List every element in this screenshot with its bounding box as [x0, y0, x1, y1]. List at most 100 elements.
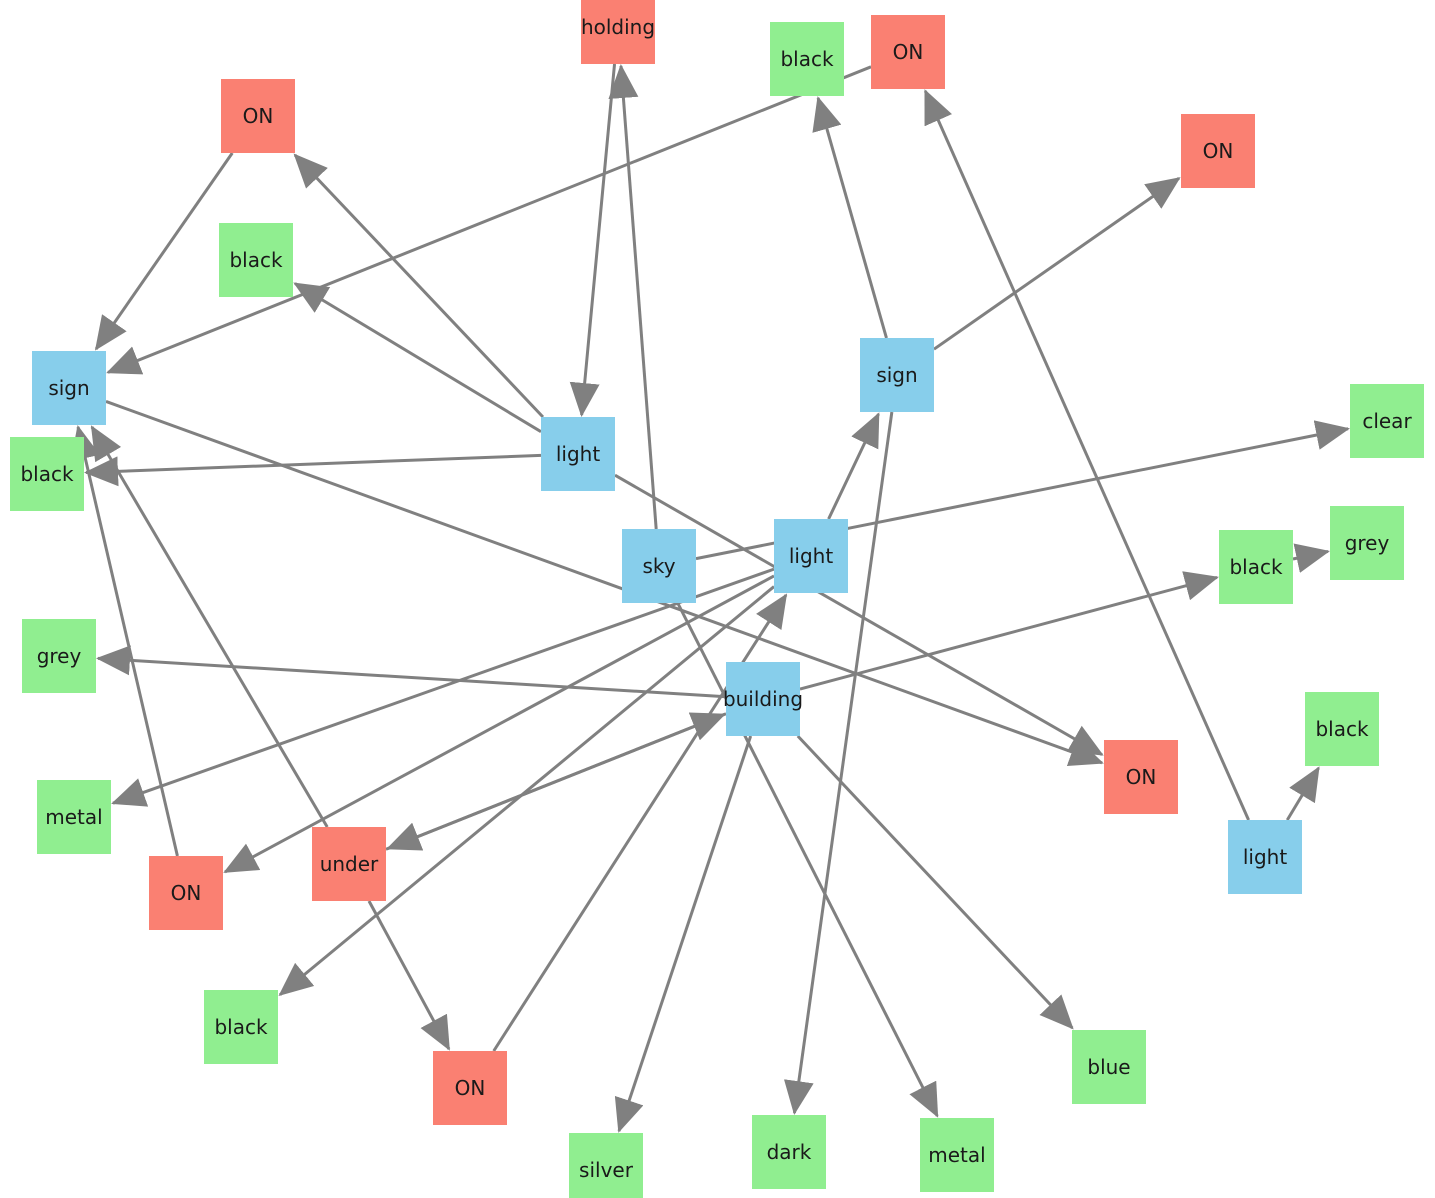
edge-black_right-to-grey_right	[1292, 543, 1330, 573]
node-label: silver	[579, 1158, 634, 1182]
edge-light_a-to-on_right_mid	[614, 473, 1104, 756]
edge-sky-to-holding	[608, 64, 658, 530]
node-label: sign	[876, 363, 917, 387]
node-label: black	[1315, 717, 1369, 741]
node-under: under	[312, 827, 386, 901]
node-box	[10, 437, 84, 511]
node-box	[752, 1115, 826, 1189]
edge-under-to-on_bot	[367, 900, 451, 1051]
node-box	[860, 338, 934, 412]
node-label: ON	[1203, 139, 1234, 163]
edge-on_top-to-sign_left	[106, 65, 872, 375]
edge-building-to-under	[386, 712, 727, 851]
node-light-c: light	[1228, 820, 1302, 894]
node-box	[149, 856, 223, 930]
node-on-right-mid: ON	[1104, 740, 1178, 814]
node-label: black	[1229, 555, 1283, 579]
node-box	[774, 519, 848, 593]
node-silver: silver	[569, 1133, 643, 1198]
edge-light_a-to-on_left_top	[293, 153, 545, 419]
node-box	[219, 223, 293, 297]
node-label: metal	[45, 805, 102, 829]
node-on-bot: ON	[433, 1051, 507, 1125]
edge-light_a-to-black_upleft	[293, 282, 542, 433]
node-box	[622, 529, 696, 603]
node-box	[1350, 384, 1424, 458]
node-dark: dark	[752, 1115, 826, 1189]
node-on-left-top: ON	[221, 79, 295, 153]
node-grey-left: grey	[22, 619, 96, 693]
node-blue: blue	[1072, 1030, 1146, 1104]
node-label: light	[556, 442, 600, 466]
node-box	[221, 79, 295, 153]
node-holding: holding	[581, 0, 655, 64]
node-box	[204, 990, 278, 1064]
node-box	[1228, 820, 1302, 894]
node-label: light	[789, 544, 833, 568]
node-box	[37, 780, 111, 854]
node-black-bot: black	[204, 990, 278, 1064]
node-box	[433, 1051, 507, 1125]
node-label: grey	[37, 644, 82, 668]
node-box	[312, 827, 386, 901]
edge-holding-to-light_a	[569, 63, 617, 417]
node-building: building	[723, 662, 803, 736]
node-box	[22, 619, 96, 693]
node-label: clear	[1362, 409, 1412, 433]
node-box	[1219, 530, 1293, 604]
node-box	[1104, 740, 1178, 814]
node-label: dark	[767, 1140, 812, 1164]
edge-sky-to-metal_bot	[676, 602, 939, 1118]
edge-sign_right-to-dark	[783, 411, 894, 1115]
node-label: grey	[1345, 531, 1390, 555]
node-label: light	[1243, 845, 1287, 869]
node-on-left-bot: ON	[149, 856, 223, 930]
node-light-a: light	[541, 417, 615, 491]
edge-light_c-to-on_top	[923, 89, 1250, 821]
node-box	[1072, 1030, 1146, 1104]
edge-building-to-silver	[614, 735, 753, 1133]
node-on-top: ON	[871, 15, 945, 89]
node-box	[1330, 506, 1404, 580]
node-label: sky	[642, 554, 675, 578]
node-label: ON	[243, 104, 274, 128]
node-box	[32, 351, 106, 425]
edge-layer	[70, 63, 1350, 1133]
node-label: ON	[893, 40, 924, 64]
node-label: ON	[1126, 765, 1157, 789]
node-light-b: light	[774, 519, 848, 593]
node-box	[726, 662, 800, 736]
node-label: black	[20, 462, 74, 486]
node-box	[871, 15, 945, 89]
node-sign-left: sign	[32, 351, 106, 425]
edge-light_a-to-black_left	[84, 453, 542, 487]
node-box	[541, 417, 615, 491]
node-label: black	[229, 248, 283, 272]
edge-light_b-to-on_left_bot	[223, 574, 775, 874]
node-label: building	[723, 687, 803, 711]
node-label: ON	[171, 881, 202, 905]
node-sign-right: sign	[860, 338, 934, 412]
edge-building-to-blue	[796, 734, 1074, 1030]
node-clear: clear	[1350, 384, 1424, 458]
node-black-top: black	[770, 22, 844, 96]
node-black-right2: black	[1305, 692, 1379, 766]
edge-on_left_top-to-sign_left	[94, 152, 234, 351]
node-label: holding	[581, 15, 655, 39]
edge-light_b-to-black_bot	[278, 585, 775, 997]
node-box	[920, 1118, 994, 1192]
node-grey-right: grey	[1330, 506, 1404, 580]
node-black-left: black	[10, 437, 84, 511]
node-label: ON	[455, 1076, 486, 1100]
edge-light_b-to-metal_left	[111, 567, 775, 807]
node-black-upleft: black	[219, 223, 293, 297]
edge-building-to-black_right	[799, 571, 1219, 691]
node-box	[581, 0, 655, 64]
node-box	[569, 1133, 643, 1198]
node-on-right-top: ON	[1181, 114, 1255, 188]
node-label: blue	[1087, 1055, 1130, 1079]
node-box	[1305, 692, 1379, 766]
edge-under-to-sign_left	[90, 425, 329, 828]
node-label: black	[214, 1015, 268, 1039]
